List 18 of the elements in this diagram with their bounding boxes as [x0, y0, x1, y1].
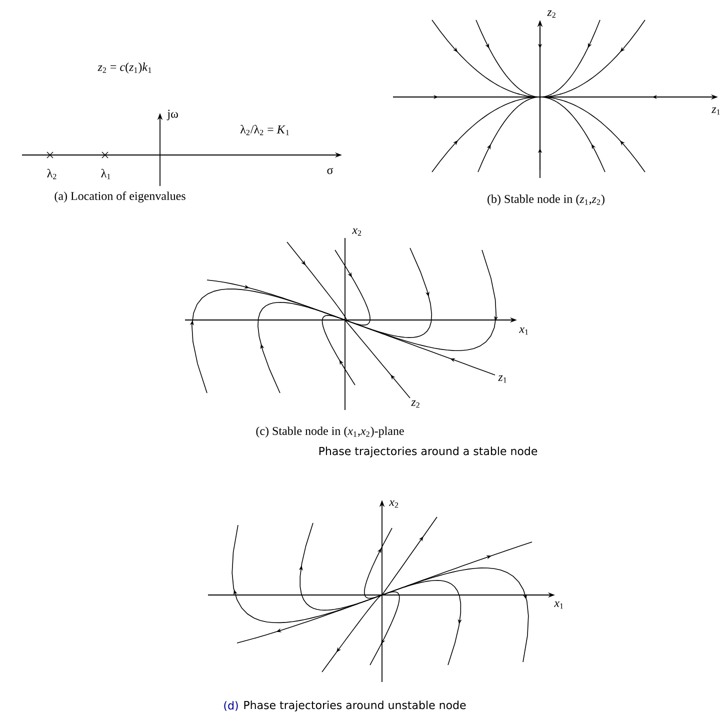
axis-label: x$_{1}$ [554, 601, 564, 609]
axis-label: x$_{1}$ [519, 327, 528, 335]
equation: λ$_{2}$/λ$_{2}$ = K$_{1}$ [240, 124, 289, 136]
caption: (a) Location of eigenvalues [54, 191, 186, 203]
axis-label: jω [166, 110, 178, 120]
eigenvalue-label: λ$_{2}$ [47, 168, 56, 180]
axis-label: z$_{2}$ [547, 10, 556, 18]
caption: Phase trajectories around a stable node [319, 446, 538, 458]
caption: Phase trajectories around unstable node [244, 700, 466, 712]
caption-number: (d) [224, 701, 238, 711]
axis-label: x$_{2}$ [389, 500, 398, 508]
eigenvalue-label: λ$_{1}$ [101, 168, 110, 180]
axis-label: σ [327, 168, 334, 174]
caption: (c) Stable node in (x$_{1}$,x$_{2}$)-plane [256, 426, 404, 438]
equation: z$_{2}$ = c(z$_{1}$)k$_{1}$ [98, 62, 152, 74]
axis-label: x$_{2}$ [352, 228, 362, 236]
caption: (b) Stable node in (z$_{1}$,z$_{2}$) [488, 194, 604, 206]
axis-label: z$_{1}$ [712, 107, 720, 115]
